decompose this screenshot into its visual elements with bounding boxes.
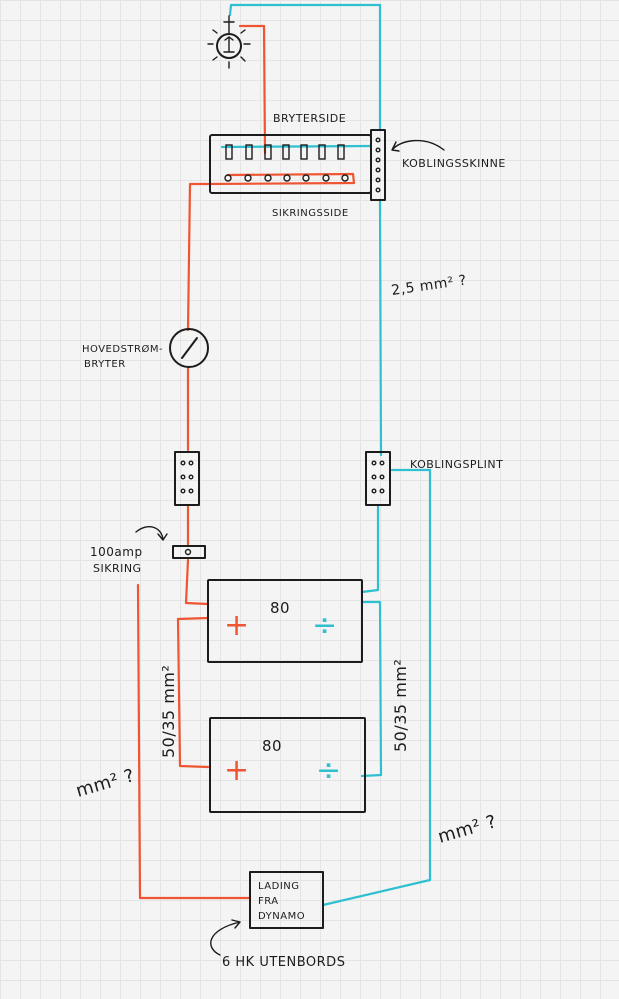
charger-label-line1: LADING [258,881,300,892]
hovedstrombryter-label-line1: HOVEDSTRØM- [82,343,163,355]
fuse-arrow [135,526,168,541]
battery-1-minus: ÷ [312,608,337,643]
charger-label-line2: FRA [258,896,279,907]
bryterside-label: BRYTERSIDE [273,112,346,125]
fuse-100amp [135,526,206,559]
sikring-label-line1: 100amp [90,545,143,559]
wire-size-top-label: 2,5 mm² ? [390,273,467,299]
koblingsplint-label: KOBLINGSPLINT [410,458,503,471]
battery-2 [209,717,366,813]
koblingsplint-negative [365,451,391,506]
outboard-arrow [210,919,241,956]
koblingsskinne-label: KOBLINGSSKINNE [402,157,506,170]
negative-wires [220,3,432,907]
fuse-to-battery-plus [184,558,210,606]
wire-size-right-label: mm² ? [436,811,500,848]
battery-1-plus: + [224,608,249,643]
lamp-positive-wire [238,24,267,155]
koblingsplint-to-battery-minus [360,503,380,594]
battery-2-minus: ÷ [316,753,341,788]
main-switch-icon [169,328,209,368]
battery-2-plus: + [224,753,249,788]
dynamo-positive-wire [136,583,252,900]
lamp-negative-wire [228,3,382,132]
koblingsplint-positive [174,451,200,506]
dynamo-charger-box [249,871,324,929]
lamp-icon [207,15,251,69]
sikringsside-label: SIKRINGSSIDE [272,208,349,219]
panel-to-main-switch [186,182,208,332]
charger-label-line3: DYNAMO [258,911,305,922]
hovedstrombryter-label-line2: BRYTER [84,359,126,370]
cable-size-left-label: 50/35 mm² [159,665,178,758]
battery-link-positive-wire [176,616,210,769]
battery-1-value: 80 [270,599,290,617]
battery-1 [207,579,363,663]
breaker-panel [209,134,372,194]
battery-link-negative-wire [360,600,383,778]
battery-2-value: 80 [262,737,282,755]
wire-size-left-label: mm² ? [74,765,138,802]
breaker-bus-negative [220,144,373,149]
sikring-label-line2: SIKRING [93,562,142,575]
koblingsskinne-arrow [391,139,445,152]
positive-wires [136,24,356,900]
cable-size-right-label: 50/35 mm² [391,659,410,752]
fuse-bus-positive [204,172,356,186]
busbar-negative-run [378,198,383,457]
outboard-label: 6 HK UTENBORDS [222,955,345,970]
koblingsskinne-busbar [370,129,445,201]
dynamo-negative-return [321,468,432,907]
